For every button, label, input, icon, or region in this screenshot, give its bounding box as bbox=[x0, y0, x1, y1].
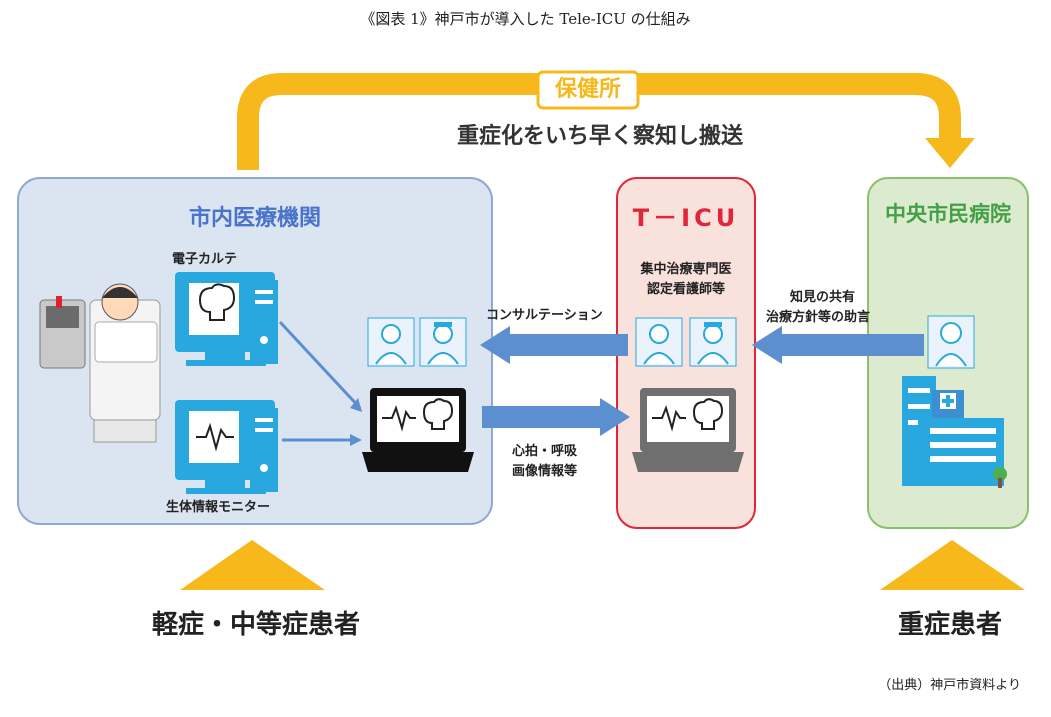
central-hospital-title: 中央市民病院 bbox=[885, 202, 1011, 226]
heartbeat-icon bbox=[382, 404, 416, 432]
severe-patient-label: 重症患者 bbox=[898, 610, 1003, 640]
doctor-icon bbox=[635, 317, 683, 367]
ehr-label: 電子カルテ bbox=[172, 252, 238, 267]
local-medical-title: 市内医療機関 bbox=[188, 206, 321, 231]
mild-patient-triangle bbox=[180, 540, 325, 590]
ticu-staff-label-1: 集中治療専門医 bbox=[640, 262, 732, 277]
figure-caption: 《図表 1》神戸市が導入した Tele-ICU の仕組み bbox=[360, 10, 691, 28]
desktop-pc-icon bbox=[175, 400, 278, 494]
laptop-icon bbox=[362, 388, 474, 472]
brain-icon bbox=[422, 398, 454, 430]
knowledge-label-1: 知見の共有 bbox=[790, 290, 856, 305]
knowledge-label-2: 治療方針等の助言 bbox=[766, 310, 871, 325]
data-flow-arrows bbox=[278, 320, 362, 446]
patient-bed-icon bbox=[39, 283, 161, 443]
laptop-icon bbox=[632, 388, 744, 472]
vitals-label-2: 画像情報等 bbox=[512, 464, 578, 479]
brain-icon bbox=[198, 283, 236, 321]
severe-patient-triangle bbox=[880, 540, 1025, 590]
consultation-label: コンサルテーション bbox=[486, 308, 603, 323]
vital-monitor-label: 生体情報モニター bbox=[166, 500, 271, 515]
mild-patient-label: 軽症・中等症患者 bbox=[152, 610, 361, 640]
doctor-icon bbox=[367, 317, 415, 367]
doctor-icon bbox=[927, 315, 975, 369]
hospital-building-icon bbox=[902, 376, 1007, 488]
transfer-text: 重症化をいち早く察知し搬送 bbox=[456, 124, 743, 149]
source-note: （出典）神戸市資料より bbox=[878, 678, 1021, 693]
heartbeat-icon bbox=[196, 422, 234, 452]
heartbeat-icon bbox=[652, 404, 686, 432]
nurse-icon bbox=[419, 317, 467, 367]
health-center-label: 保健所 bbox=[554, 77, 621, 102]
vitals-arrow bbox=[482, 398, 630, 436]
nurse-icon bbox=[689, 317, 737, 367]
consultation-arrow bbox=[480, 326, 628, 364]
ticu-staff-label-2: 認定看護師等 bbox=[646, 282, 725, 297]
advice-arrow bbox=[752, 326, 924, 364]
vitals-label-1: 心拍・呼吸 bbox=[512, 444, 578, 459]
ticu-title: T－ICU bbox=[632, 204, 740, 232]
brain-icon bbox=[692, 398, 724, 430]
health-center-badge bbox=[536, 70, 640, 110]
